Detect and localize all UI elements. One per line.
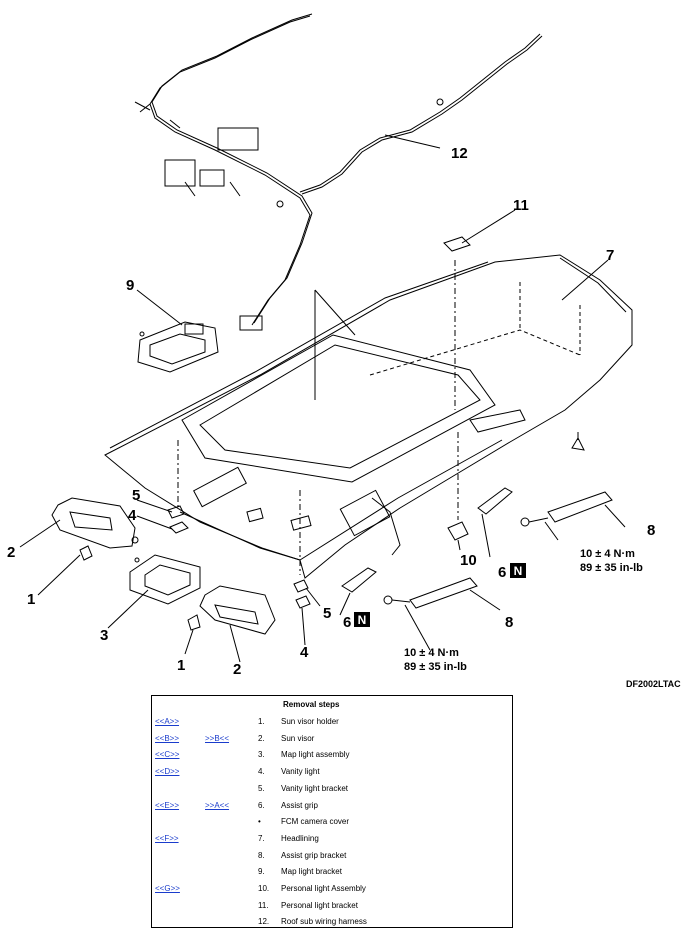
vanity-light-left [169,521,189,534]
new-part-badge-right: N [510,563,526,578]
step-label: Personal light Assembly [281,884,366,893]
step-number: 3. [258,750,265,760]
removal-ref-link[interactable]: <<C>> [155,750,180,760]
step-number: 4. [258,767,265,777]
vanity-light-bracket-left [167,505,185,519]
removal-ref-link[interactable]: <<E>> [155,800,180,810]
personal-light-bracket [443,236,471,252]
step-number: 5. [258,783,265,793]
step-number: 7. [258,833,265,843]
callout-11: 11 [513,197,529,214]
removal-ref-link[interactable]: <<A>> [155,717,180,726]
callout-4-left: 4 [128,507,137,524]
new-part-badge-left-label: N [358,613,367,627]
sun-visor-holder-right [187,614,201,631]
installation-ref-link[interactable]: >>A<< [205,800,230,810]
callout-10: 10 [460,552,477,569]
vanity-light-right [295,595,311,609]
callout-5-right: 5 [323,605,331,622]
callout-12: 12 [451,145,468,162]
removal-step-row: <<B>> >>B<< 2. Sun visor [152,734,512,751]
step-number: 1. [258,717,265,726]
step-label: Sun visor holder [281,717,339,726]
removal-step-row: <<F>> 7. Headlining [152,834,512,851]
diagram-code: DF2002LTAC [626,679,681,689]
step-label: Vanity light bracket [281,783,348,793]
step-number: 6. [258,800,265,810]
removal-step-row: <<A>> 1. Sun visor holder [152,717,512,734]
roof-sub-wiring-harness [134,13,543,331]
callout-2-right: 2 [233,661,241,678]
step-number: • [258,817,261,827]
callout-8-right: 8 [647,522,655,539]
installation-ref-link[interactable]: >>B<< [205,733,230,743]
callout-3: 3 [100,627,108,644]
step-label: Map light bracket [281,867,342,877]
step-label: Vanity light [281,767,320,777]
step-number: 11. [258,900,269,910]
new-part-badge-left: N [354,612,370,627]
step-number: 9. [258,867,265,877]
removal-ref-link[interactable]: <<G>> [155,884,180,893]
personal-light-assembly [447,521,469,541]
map-light-bracket [137,321,219,373]
vanity-light-bracket-right [293,579,309,593]
callout-6-left: 6 [343,614,351,631]
step-label: Assist grip bracket [281,850,347,860]
removal-step-row: 8. Assist grip bracket [152,851,512,868]
torque-spec-left-inlb: 89 ± 35 in-lb [404,661,467,673]
callout-1-right: 1 [177,657,185,674]
assist-grip-right [477,487,513,515]
removal-ref-link[interactable]: <<F>> [155,833,179,843]
assist-grip-left [341,567,377,593]
removal-steps-table: Removal steps <<A>> 1. Sun visor holder <<B… [151,695,513,928]
removal-step-row: 11. Personal light bracket [152,901,512,918]
removal-ref-link[interactable]: <<D>> [155,767,180,777]
removal-step-row: <<D>> 4. Vanity light [152,767,512,784]
removal-step-row: • FCM camera cover [152,817,512,834]
callout-2-left: 2 [7,544,15,561]
sun-visor-right [199,585,276,635]
leader-lines [19,134,626,663]
removal-step-row: 9. Map light bracket [152,867,512,884]
torque-spec-right-nm: 10 ± 4 N·m [580,548,635,560]
step-label: Map light assembly [281,750,350,760]
callout-4-right: 4 [300,644,309,661]
callout-5-left: 5 [132,487,140,504]
callout-9: 9 [126,277,134,294]
step-number: 8. [258,850,265,860]
headlining-exploded-diagram: 12 11 7 9 5 4 2 1 3 1 2 4 5 6 10 6 8 8 N… [7,13,655,678]
callout-8-left: 8 [505,614,513,631]
step-label: Personal light bracket [281,900,358,910]
torque-spec-left-nm: 10 ± 4 N·m [404,647,459,659]
removal-step-row: <<G>> 10. Personal light Assembly [152,884,512,901]
callout-1-left: 1 [27,591,35,608]
torque-spec-right-inlb: 89 ± 35 in-lb [580,562,643,574]
sun-visor-left [51,497,139,549]
removal-step-row: 5. Vanity light bracket [152,784,512,801]
step-label: Roof sub wiring harness [281,917,367,927]
removal-step-row: <<C>> 3. Map light assembly [152,750,512,767]
assist-grip-bracket-right [520,491,613,527]
removal-steps-heading: Removal steps [283,700,340,709]
step-label: Assist grip [281,800,318,810]
removal-step-row: 12. Roof sub wiring harness [152,917,512,934]
callout-6-right: 6 [498,564,506,581]
new-part-badge-right-label: N [514,564,523,578]
map-light-assembly [129,554,201,605]
sun-visor-holder-left [79,545,93,561]
assist-grip-bracket-left [383,577,478,609]
step-number: 12. [258,917,270,927]
removal-ref-link[interactable]: <<B>> [155,733,180,743]
step-label: FCM camera cover [281,817,350,827]
step-number: 2. [258,733,265,743]
step-label: Sun visor [281,733,315,743]
headlining-panel [104,254,633,579]
step-number: 10. [258,884,270,893]
callout-7: 7 [606,247,614,264]
step-label: Headlining [281,833,319,843]
removal-step-row: <<E>> >>A<< 6. Assist grip [152,801,512,818]
